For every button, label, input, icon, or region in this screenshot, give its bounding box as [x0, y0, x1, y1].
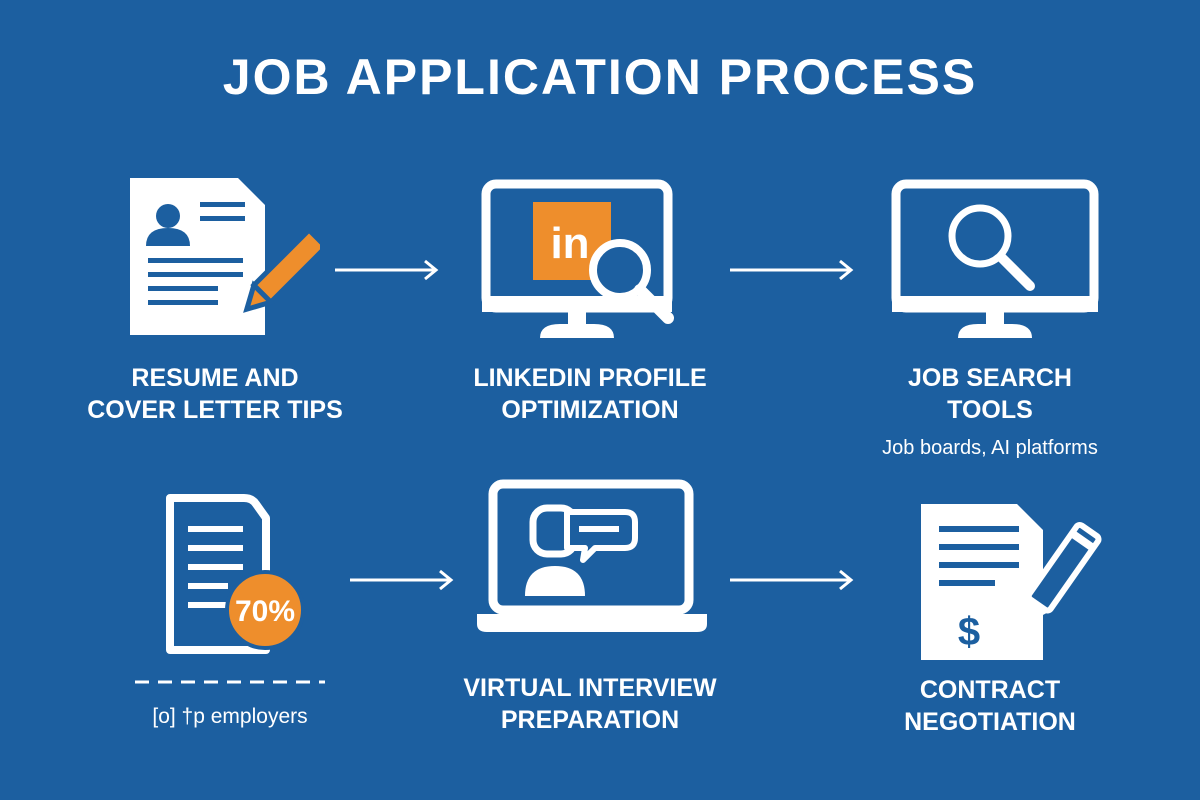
arrow-right-icon — [730, 259, 854, 281]
resume-pencil-icon — [130, 178, 320, 335]
step-label-interview: VIRTUAL INTERVIEW PREPARATION — [463, 674, 717, 734]
document-percent-icon: 70% — [166, 494, 305, 654]
linkedin-badge: in — [550, 219, 589, 268]
monitor-search-icon — [891, 179, 1099, 338]
linkedin-monitor-icon: in — [481, 179, 674, 338]
step-label-job-search: JOB SEARCH TOOLS — [908, 364, 1072, 424]
arrow-right-icon — [335, 259, 439, 281]
step-subtitle-employers: [o] †p employers — [152, 705, 308, 728]
page-title: JOB APPLICATION PROCESS — [222, 49, 978, 105]
arrow-right-icon — [350, 569, 454, 591]
laptop-video-call-icon — [477, 479, 707, 632]
dollar-symbol: $ — [958, 610, 980, 654]
dashed-divider-icon — [135, 680, 325, 684]
step-label-linkedin: LINKEDIN PROFILE OPTIMIZATION — [473, 364, 707, 424]
step-subtitle-job-search: Job boards, AI platforms — [882, 437, 1098, 459]
percent-badge: 70% — [235, 595, 295, 628]
step-label-contract: CONTRACT NEGOTIATION — [904, 676, 1076, 736]
contract-pen-icon: $ — [921, 504, 1102, 660]
arrow-right-icon — [730, 569, 854, 591]
step-label-resume: RESUME AND COVER LETTER TIPS — [87, 364, 343, 424]
